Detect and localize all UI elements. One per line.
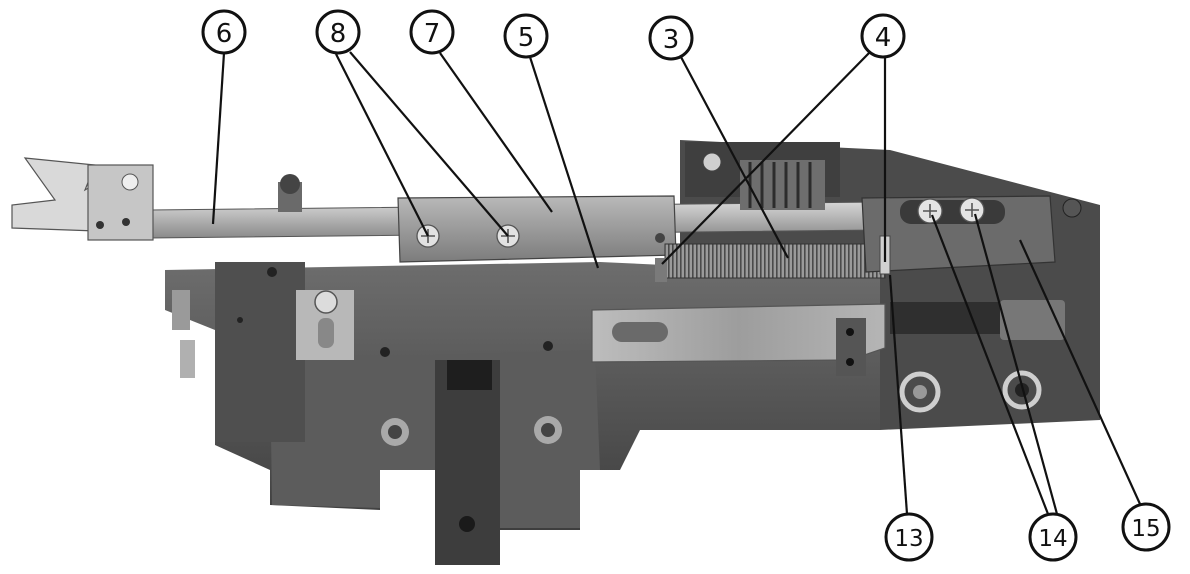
leader-8-a <box>335 53 429 237</box>
leader-15 <box>1018 239 1142 505</box>
clamp-hole <box>846 328 854 336</box>
callout-6-label: 6 <box>216 19 233 49</box>
left-pin <box>172 290 190 330</box>
leader-3 <box>680 56 789 259</box>
callout-4-label: 4 <box>875 23 892 53</box>
left-plate <box>215 262 305 442</box>
socket-screw-left <box>381 418 409 446</box>
clamp-hole <box>846 358 854 366</box>
body-hole <box>237 317 243 323</box>
callout-15: 15 <box>1121 502 1171 552</box>
callout-8-label: 8 <box>330 19 347 49</box>
leader-7 <box>439 52 553 213</box>
leader-6 <box>211 52 226 225</box>
carrier-screw-right <box>959 197 985 223</box>
body-hole <box>267 267 277 277</box>
gear-housing-screw <box>702 152 722 172</box>
leader-13 <box>888 274 909 515</box>
rail-post-top <box>280 174 300 194</box>
callout-5: 5 <box>503 13 549 59</box>
callout-14: 14 <box>1028 512 1078 562</box>
callout-3-label: 3 <box>663 25 680 55</box>
left-pin <box>180 340 195 378</box>
retaining-clip-left <box>899 371 941 413</box>
rear-screw <box>1062 198 1082 218</box>
compression-spring <box>664 243 886 279</box>
callout-8: 8 <box>315 9 361 55</box>
clamp-screw <box>314 290 338 314</box>
socket-screw-right <box>534 416 562 444</box>
callout-14-label: 14 <box>1038 526 1067 552</box>
body-hole <box>543 341 553 351</box>
gripper-screw <box>121 173 139 191</box>
carrier-screw-left <box>917 198 943 224</box>
callout-6: 6 <box>201 9 247 55</box>
leader-5 <box>528 56 600 269</box>
callout-13: 13 <box>884 512 934 562</box>
callout-15-label: 15 <box>1131 516 1160 542</box>
callout-4: 4 <box>860 13 906 59</box>
callout-5-label: 5 <box>518 23 535 53</box>
lower-slide-clamp <box>836 318 866 376</box>
callout-7-label: 7 <box>424 19 441 49</box>
lower-slide-slot <box>612 322 668 342</box>
plate-hole <box>655 233 665 243</box>
knurled-knob <box>1000 300 1065 340</box>
spring-washer-left <box>655 258 667 282</box>
leader-14-a <box>930 214 1050 515</box>
clamp-slot <box>318 318 334 348</box>
lower-slide-plate <box>591 303 886 363</box>
front-vertical-bar-cap <box>447 360 492 390</box>
leader-4-a <box>661 51 871 265</box>
callout-3: 3 <box>648 15 694 61</box>
gear <box>740 160 825 210</box>
leader-lines <box>211 51 1142 515</box>
gripper-hole <box>96 221 104 229</box>
front-bar-hole <box>459 516 475 532</box>
threaded-rod <box>890 302 1000 334</box>
mechanism-illustration <box>11 140 1100 565</box>
callout-7: 7 <box>409 9 455 55</box>
front-vertical-bar <box>435 360 500 565</box>
carrier-slot <box>900 200 1005 224</box>
gripper-hole <box>122 218 130 226</box>
top-plate <box>397 195 677 263</box>
leader-8-b <box>349 51 509 237</box>
gear-teeth <box>748 162 812 208</box>
callouts: 6 8 7 5 3 4 13 14 <box>201 9 1171 562</box>
leader-14-b <box>973 213 1059 515</box>
body-hole <box>380 347 390 357</box>
gripper-block <box>87 164 154 241</box>
callout-13-label: 13 <box>894 526 923 552</box>
